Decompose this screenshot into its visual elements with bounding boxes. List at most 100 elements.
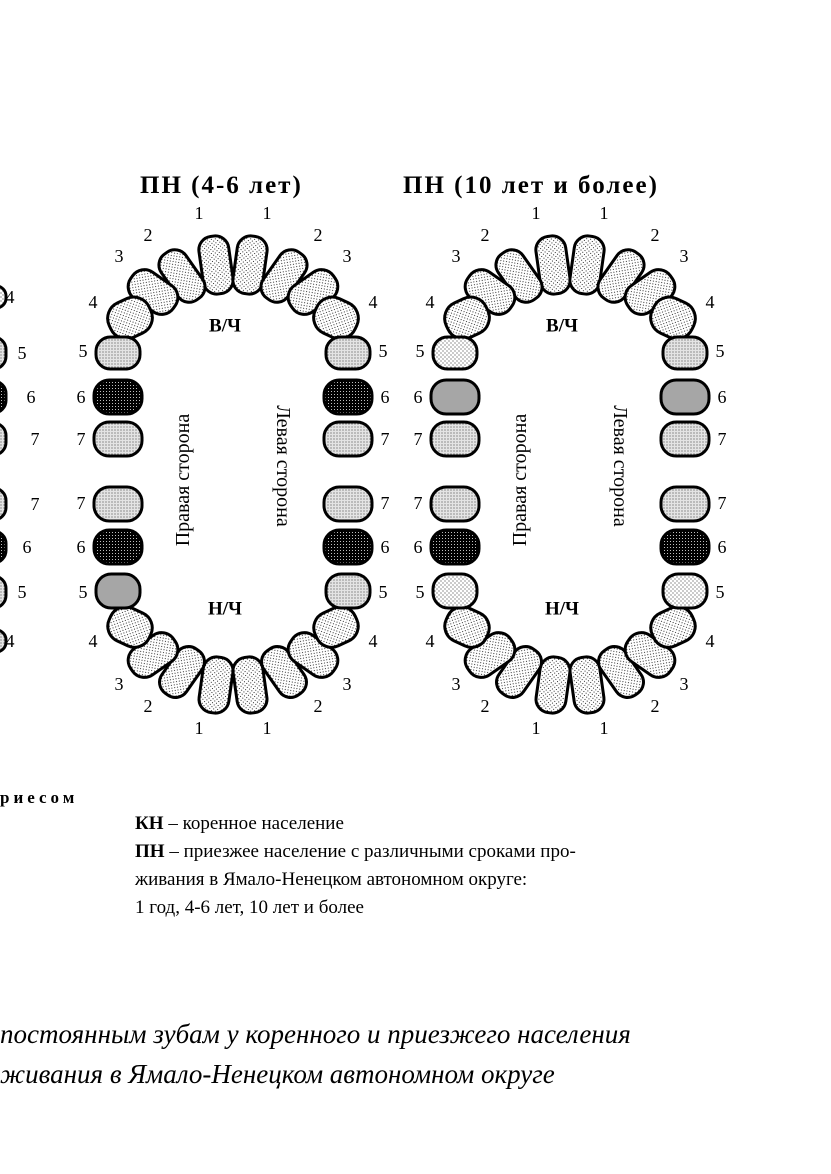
partial-tooth [0, 423, 8, 455]
tooth-upper-right-6 [92, 378, 144, 416]
tooth-number-label: 3 [452, 674, 461, 694]
tooth-number-label: 3 [452, 246, 461, 266]
tooth-number-label: 6 [718, 537, 727, 557]
partial-tooth [0, 337, 8, 369]
caption-line-1: постоянным зубам у коренного и приезжего… [0, 1019, 631, 1049]
tooth-upper-right-7 [429, 420, 481, 458]
tooth-number-label: 5 [379, 341, 388, 361]
legend-pn-abbr: ПН [135, 841, 165, 862]
tooth-lower-left-7 [659, 485, 711, 523]
tooth-lower-left-4 [649, 605, 697, 649]
tooth-number-label: 7 [77, 429, 86, 449]
tooth-number-label: 6 [77, 387, 86, 407]
tooth-number-label: 1 [195, 203, 204, 223]
tooth-lower-left-5 [324, 572, 372, 610]
left-side-label: Левая сторона [272, 405, 294, 527]
legend-kn: КН – коренное население [135, 810, 576, 838]
chart-title-10-plus: ПН (10 лет и более) [403, 172, 659, 199]
tooth-number-label: 3 [115, 246, 124, 266]
upper-jaw-label: В/Ч [209, 316, 241, 337]
partial-tooth-number: 5 [18, 582, 27, 602]
tooth-upper-right-7 [92, 420, 144, 458]
legend-pn: ПН – приезжее население с различными сро… [135, 838, 576, 866]
tooth-number-label: 1 [195, 718, 204, 738]
tooth-number-label: 7 [77, 493, 86, 513]
partial-tooth-number: 4 [6, 631, 15, 651]
tooth-upper-right-4 [443, 295, 491, 341]
tooth-lower-left-6 [659, 528, 711, 566]
tooth-number-label: 1 [532, 203, 541, 223]
tooth-number-label: 2 [144, 696, 153, 716]
partial-tooth-number: 6 [27, 387, 36, 407]
tooth-number-label: 2 [314, 696, 323, 716]
tooth-lower-right-1 [197, 655, 235, 715]
tooth-number-label: 4 [706, 292, 715, 312]
tooth-upper-right-6 [429, 378, 481, 416]
tooth-number-label: 2 [481, 696, 490, 716]
tooth-number-label: 3 [115, 674, 124, 694]
tooth-number-label: 7 [718, 429, 727, 449]
tooth-lower-right-4 [443, 605, 491, 649]
tooth-number-label: 4 [426, 292, 435, 312]
tooth-number-label: 1 [600, 203, 609, 223]
tooth-number-label: 5 [79, 582, 88, 602]
partial-tooth-number: 7 [31, 429, 40, 449]
tooth-number-label: 4 [706, 631, 715, 651]
tooth-upper-right-4 [106, 295, 154, 341]
tooth-number-label: 4 [426, 631, 435, 651]
legend-pn-line3: 1 год, 4-6 лет, 10 лет и более [135, 897, 364, 918]
tooth-number-label: 5 [716, 582, 725, 602]
tooth-number-label: 3 [680, 674, 689, 694]
tooth-number-label: 2 [481, 225, 490, 245]
tooth-upper-left-1 [568, 234, 606, 296]
tooth-upper-left-4 [649, 295, 697, 341]
tooth-upper-left-5 [661, 335, 709, 371]
tooth-lower-right-6 [429, 528, 481, 566]
upper-jaw-label: В/Ч [546, 316, 578, 337]
right-side-label: Правая сторона [172, 414, 194, 547]
tooth-upper-right-5 [94, 335, 142, 371]
tooth-number-label: 7 [381, 493, 390, 513]
tooth-number-label: 6 [77, 537, 86, 557]
partial-tooth-number: 6 [23, 537, 32, 557]
tooth-lower-right-6 [92, 528, 144, 566]
partial-tooth [0, 488, 8, 520]
legend-pn-line2: живания в Ямало-Ненецком автономном окру… [135, 869, 528, 890]
tooth-lower-left-4 [312, 605, 360, 649]
tooth-upper-left-5 [324, 335, 372, 371]
tooth-number-label: 4 [369, 631, 378, 651]
tooth-number-label: 5 [716, 341, 725, 361]
tooth-number-label: 2 [144, 225, 153, 245]
tooth-number-label: 3 [343, 674, 352, 694]
tooth-upper-left-4 [312, 295, 360, 341]
right-side-label: Правая сторона [509, 414, 531, 547]
tooth-number-label: 1 [532, 718, 541, 738]
tooth-number-label: 5 [79, 341, 88, 361]
tooth-lower-right-5 [431, 572, 479, 610]
tooth-lower-right-4 [106, 605, 154, 649]
left-side-label: Левая сторона [609, 405, 631, 527]
tooth-number-label: 6 [381, 537, 390, 557]
tooth-number-label: 5 [379, 582, 388, 602]
tooth-number-label: 2 [314, 225, 323, 245]
legend-pn-text: – приезжее население с различными срокам… [164, 841, 576, 862]
tooth-number-label: 2 [651, 225, 660, 245]
tooth-number-label: 4 [89, 292, 98, 312]
tooth-number-label: 6 [414, 387, 423, 407]
legend-kn-abbr: КН [135, 813, 164, 834]
tooth-lower-left-7 [322, 485, 374, 523]
tooth-number-label: 6 [381, 387, 390, 407]
tooth-lower-right-7 [429, 485, 481, 523]
tooth-number-label: 7 [414, 493, 423, 513]
partial-tooth-number: 7 [31, 494, 40, 514]
tooth-number-label: 1 [263, 718, 272, 738]
tooth-number-label: 7 [414, 429, 423, 449]
tooth-number-label: 1 [600, 718, 609, 738]
lower-jaw-label: Н/Ч [208, 599, 242, 620]
lower-jaw-label: Н/Ч [545, 599, 579, 620]
partial-tooth [0, 285, 8, 309]
tooth-number-label: 4 [369, 292, 378, 312]
partial-tooth-number: 5 [18, 343, 27, 363]
tooth-number-label: 7 [381, 429, 390, 449]
tooth-number-label: 3 [343, 246, 352, 266]
